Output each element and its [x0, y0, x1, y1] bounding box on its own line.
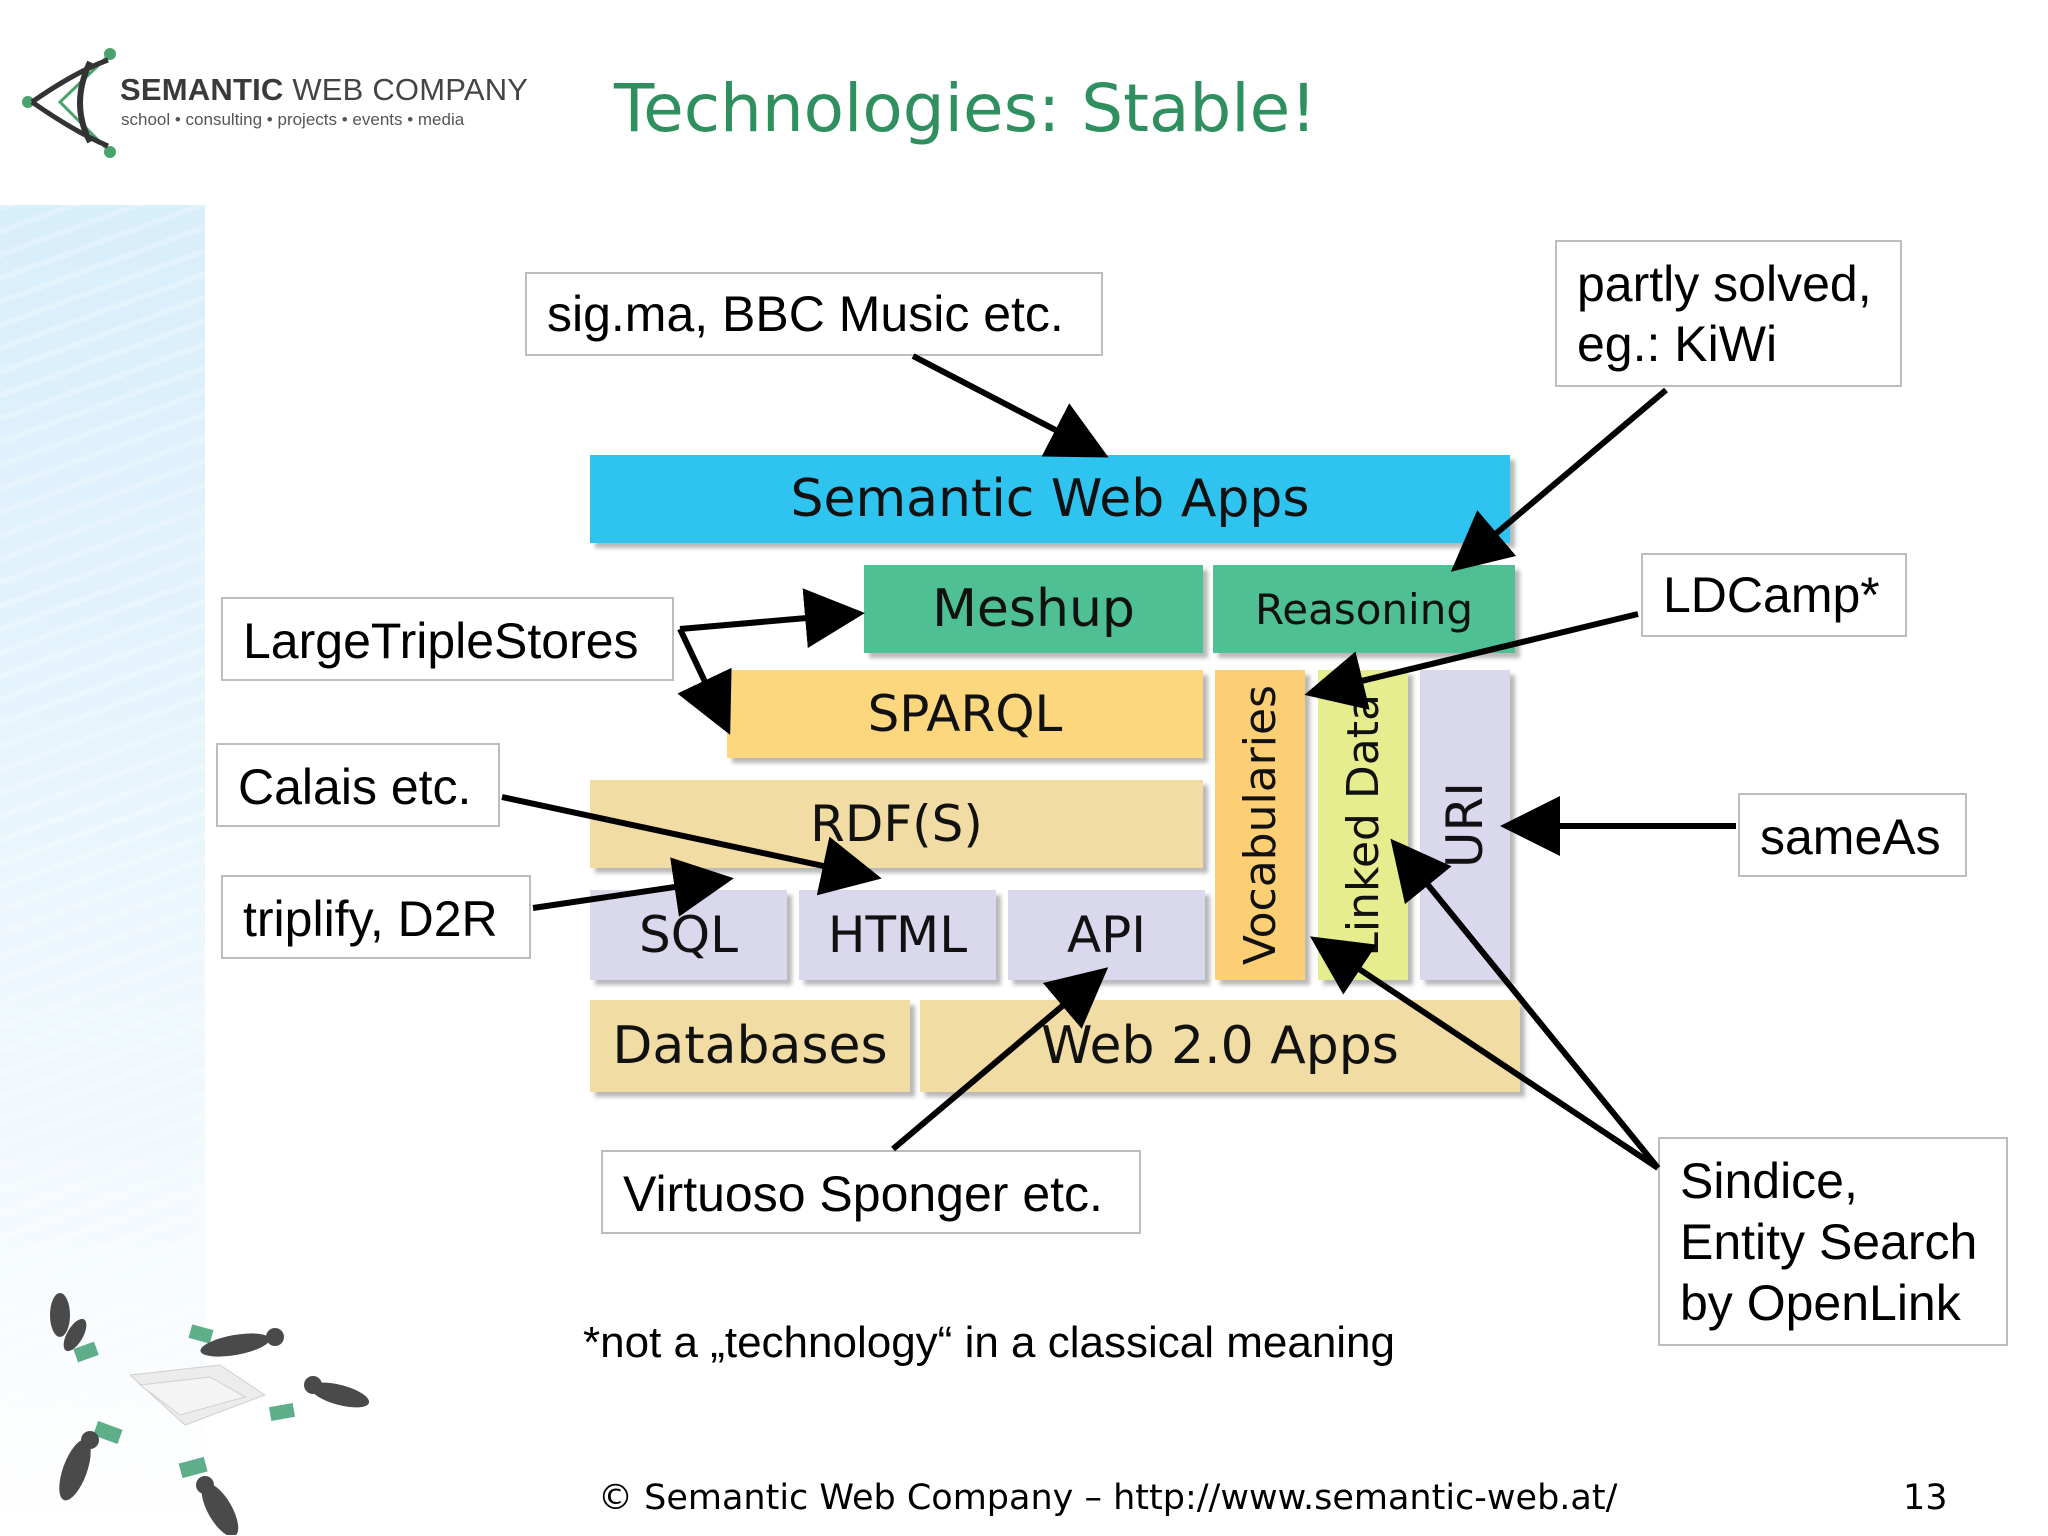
callout-triplify-d2r: triplify, D2R [221, 875, 531, 959]
callout-ldcamp: LDCamp* [1641, 553, 1907, 637]
logo-mark-icon [22, 48, 116, 158]
logo-tagline: school • consulting • projects • events … [121, 110, 465, 129]
footer-copyright: © Semantic Web Company – http://www.sema… [598, 1478, 1618, 1518]
arrow-calais-to-html [501, 794, 882, 896]
callout-virtuoso-sponger: Virtuoso Sponger etc. [601, 1150, 1141, 1234]
linked-data-layer: Linked Data [1318, 670, 1408, 980]
logo-company-name: SEMANTIC WEB COMPANY [120, 72, 529, 107]
semantic-web-apps-layer: Semantic Web Apps [590, 455, 1510, 543]
html-layer: HTML [799, 890, 996, 980]
arrow-ldcamp-to-linked-data [1304, 611, 1639, 710]
reasoning-layer: Reasoning [1213, 565, 1515, 653]
callout-sigma-bbc: sig.ma, BBC Music etc. [525, 272, 1103, 356]
vocabularies-layer: Vocabularies [1215, 670, 1305, 980]
callout-partly-solved: partly solved, eg.: KiWi [1555, 240, 1902, 387]
puzzle-people-icon [50, 1293, 370, 1535]
company-logo: SEMANTIC WEB COMPANY school • consulting… [20, 42, 528, 162]
arrow-sindice-to-linked-data-bottom [1310, 936, 1660, 1171]
arrow-triplify-to-sql [532, 857, 734, 917]
databases-layer: Databases [590, 1000, 910, 1092]
web20-apps-layer: Web 2.0 Apps [920, 1000, 1520, 1092]
arrow-large-triple-to-sparql [677, 627, 732, 735]
sparql-layer: SPARQL [727, 670, 1203, 758]
meshup-layer: Meshup [864, 565, 1203, 653]
arrow-virtuoso-to-api [891, 967, 1109, 1152]
callout-calais: Calais etc. [216, 743, 500, 827]
arrow-sigma-to-apps [911, 353, 1109, 458]
callout-sameas: sameAs [1738, 793, 1967, 877]
callout-sindice: Sindice, Entity Search by OpenLink [1658, 1137, 2008, 1346]
decorative-side-band [0, 205, 205, 1536]
page-number: 13 [1903, 1478, 1948, 1518]
footnote: *not a „technology“ in a classical meani… [583, 1318, 1396, 1367]
arrow-partly-to-reasoning [1450, 387, 1668, 572]
callout-large-triple-stores: LargeTripleStores [221, 597, 674, 681]
arrow-sindice-to-linked-data-top [1390, 838, 1661, 1170]
api-layer: API [1008, 890, 1205, 980]
slide-title: Technologies: Stable! [614, 70, 1317, 147]
arrow-large-triple-to-meshup [679, 588, 865, 649]
